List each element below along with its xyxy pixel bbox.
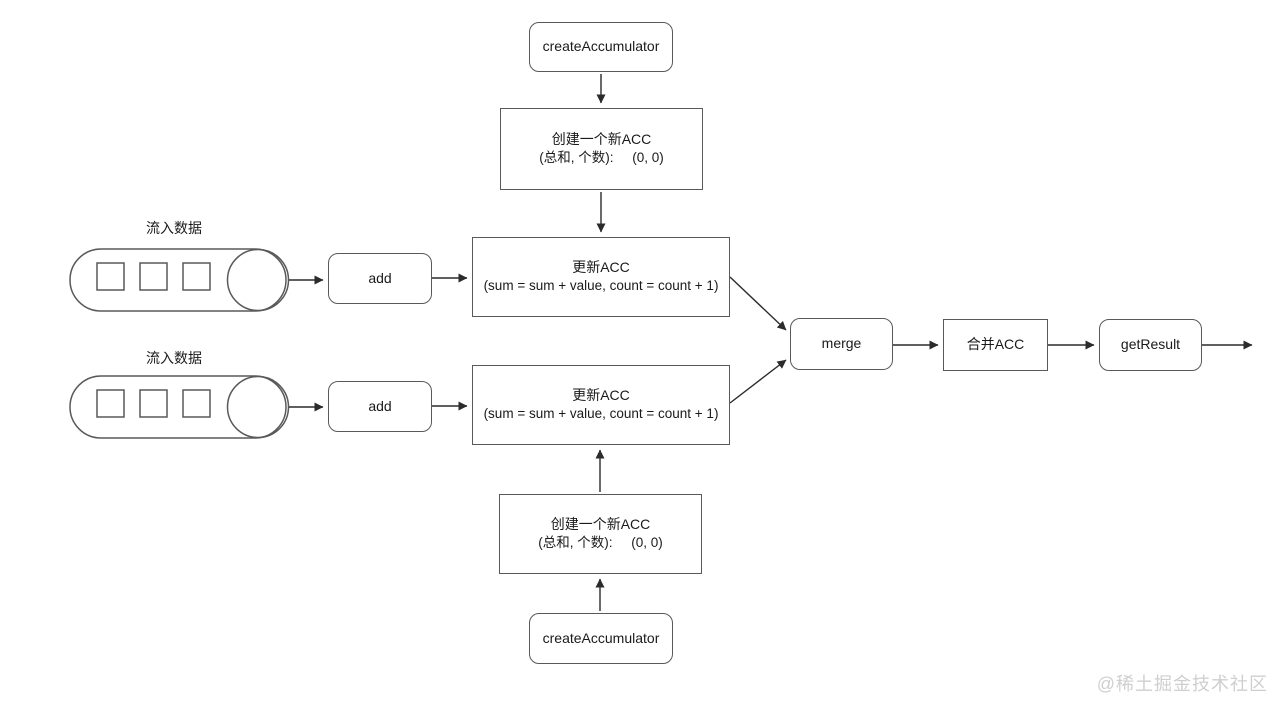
node-create-accumulator-top: createAccumulator [529,22,673,72]
data-item-square [96,262,125,291]
node-label: getResult [1120,336,1181,353]
node-sublabel: (sum = sum + value, count = count + 1) [483,406,719,422]
node-label: 创建一个新ACC [550,515,651,532]
node-label: add [368,397,392,414]
node-create-accumulator-bottom: createAccumulator [529,613,673,664]
data-item-square [182,389,211,418]
node-sublabel: (sum = sum + value, count = count + 1) [483,278,719,294]
node-label: createAccumulator [542,629,660,646]
node-merge: merge [790,318,893,370]
stream-pipe-bottom [69,375,287,439]
node-add-top: add [328,253,432,304]
node-update-acc-top: 更新ACC (sum = sum + value, count = count … [472,237,730,317]
node-label: 合并ACC [966,336,1025,353]
stream-endcap-circle-bottom [226,375,290,439]
stream-label-top: 流入数据 [146,220,202,236]
stream-endcap-circle-top [226,248,290,312]
node-label: merge [821,335,862,352]
node-get-result: getResult [1099,319,1202,371]
watermark: @稀土掘金技术社区 [1096,674,1268,694]
node-label: 更新ACC [572,258,630,275]
node-label: 创建一个新ACC [551,130,652,147]
stream-pipe-top [69,248,287,312]
node-merge-acc: 合并ACC [943,319,1048,371]
node-label: add [368,269,392,286]
node-add-bottom: add [328,381,432,432]
stream-label-bottom: 流入数据 [146,350,202,366]
data-item-square [182,262,211,291]
data-item-square [96,389,125,418]
node-label: 更新ACC [572,386,630,403]
arrow-update-bottom-to-merge [729,359,787,404]
node-update-acc-bottom: 更新ACC (sum = sum + value, count = count … [472,365,730,445]
node-sublabel: (总和, 个数): (0, 0) [539,150,664,166]
data-item-square [139,262,168,291]
node-init-acc-top: 创建一个新ACC (总和, 个数): (0, 0) [500,108,703,190]
data-item-square [139,389,168,418]
node-label: createAccumulator [542,38,660,55]
node-sublabel: (总和, 个数): (0, 0) [538,535,663,551]
arrow-update-top-to-merge [729,276,787,331]
node-init-acc-bottom: 创建一个新ACC (总和, 个数): (0, 0) [499,494,702,574]
